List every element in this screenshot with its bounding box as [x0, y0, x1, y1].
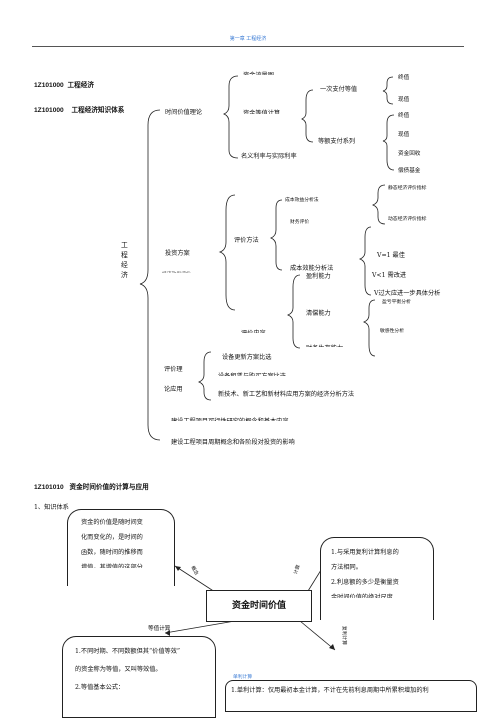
mindmap-lines: [139, 75, 395, 651]
ce-analyze: V过大应进一步具体分析: [374, 290, 441, 297]
concept-left-line-1: 资金的价值是随时间变: [81, 519, 143, 526]
concept-right-box: 1.与采用复利计算利息的 方法相同。 2.利息额的多少是衡量资 金时间价值的绝对…: [320, 537, 434, 620]
concept-center-box: 资金时间价值: [206, 590, 312, 622]
simple-interest-box: 1.单利计算：仅用最初本金计算，不计在先前利息周期中所累积增加的利: [225, 680, 477, 712]
ce-best: V=1 最佳: [377, 252, 405, 259]
label-simple-interest: 单利计算: [233, 675, 253, 680]
simple-interest-line: 1.单利计算：仅用最初本金计算，不计在先前利息周期中所累积增加的利: [231, 687, 429, 694]
concept-left-line-3: 函数，随时间的推移而: [81, 549, 143, 556]
header-divider: [32, 46, 464, 47]
method-cost-benefit: 成本效益分析法: [285, 198, 319, 203]
series-pv: 现值: [398, 132, 410, 138]
branch-time-value: 时间价值理论: [165, 109, 203, 116]
content-profit: 盈利能力: [306, 273, 331, 280]
concept-left-line-2: 化而变化的，是时间的: [81, 534, 143, 541]
label-compound: 复利计算: [341, 625, 347, 646]
heading-title-2: 工程经济知识体系: [71, 107, 125, 114]
tail-lifecycle: 建设工程项目周期概念和各阶段对投资的影响: [171, 439, 295, 446]
equiv-line-2: 的资金称为等值，又叫等效值。: [75, 666, 162, 673]
concept-left-box: 资金的价值是随时间变 化而变化的，是时间的 函数，随时间的推移而 增值，其增值的…: [67, 509, 175, 586]
header-link[interactable]: 第一章 工程经济: [229, 36, 267, 42]
heading-knowledge-system: 1Z101000 工程经济知识体系: [34, 104, 124, 114]
concept-left-line-4: 增值，其增值的这部分: [81, 564, 143, 568]
concept-right-line-2: 方法相同。: [331, 564, 362, 571]
content-solvency: 清偿能力: [306, 310, 331, 317]
time-concept: 资金流量图: [243, 70, 274, 75]
branch-theory-1: 评价理: [164, 366, 183, 373]
time-rate: 名义利率与实际利率: [241, 153, 297, 160]
tail-feasibility: 建设工程项目可行性研究的概念和基本内容: [171, 416, 289, 421]
eval-method: 评价方法: [234, 237, 259, 244]
cb-dynamic: 动态经济评价指标: [388, 217, 427, 222]
heading-title: 工程经济: [67, 82, 94, 89]
equiv-line-3: 2.等值基本公式：: [75, 684, 125, 691]
invest-sub-cut: 经济效果评价: [162, 270, 191, 273]
heading-code: 1Z101000: [34, 82, 64, 89]
solvency-sensitivity: 敏感性分析: [380, 329, 404, 334]
label-equiv: 等值计算: [148, 626, 171, 632]
branch-invest: 投资方案: [165, 250, 190, 257]
concept-right-line-4: 金时间价值的绝对尺度: [331, 594, 393, 598]
series-sinking: 偿债基金: [398, 168, 421, 174]
content-survival: 财务生存能力: [306, 343, 343, 347]
section-code: 1Z101010: [34, 484, 64, 491]
eval-content: 评价内容: [241, 328, 266, 333]
theory-lease: 设备租赁与购买方案比选: [218, 371, 286, 376]
concept-right-line-1: 1.与采用复利计算利息的: [331, 549, 399, 556]
cb-static: 静态经济评价指标: [388, 186, 427, 191]
theory-new-tech: 新技术、新工艺和新材料应用方案的经济分析方法: [218, 391, 355, 398]
mindmap-root: 工程经济: [121, 241, 128, 279]
section-heading: 1Z101010 资金时间价值的计算与应用: [34, 481, 149, 491]
single-pv: 现值: [398, 97, 410, 103]
single-fv: 终值: [398, 75, 410, 81]
method-finance: 财务评价: [290, 220, 310, 225]
section-title: 资金时间价值的计算与应用: [69, 484, 149, 491]
equiv-line-1: 1.不同时期、不同数额但其“价值等效”: [75, 648, 181, 655]
solvency-breakeven: 盈亏平衡分析: [382, 300, 411, 305]
section-item-1: 1、知识体系: [34, 504, 69, 511]
heading-1z101000: 1Z101000 工程经济: [34, 79, 94, 89]
calc-single: 一次支付等值: [320, 86, 358, 93]
series-recovery: 资金回收: [398, 151, 421, 157]
theory-equipment: 设备更新方案比选: [222, 354, 272, 361]
heading-code-2: 1Z101000: [34, 107, 64, 114]
time-calc: 资金等值计算: [243, 110, 281, 114]
concept-right-line-3: 2.利息额的多少是衡量资: [331, 579, 399, 586]
branch-theory-2: 论应用: [164, 386, 183, 393]
ce-improve: V<1 需改进: [372, 272, 407, 279]
series-fv: 终值: [398, 113, 410, 119]
calc-series: 等额支付系列: [318, 138, 356, 145]
method-cost-eff: 成本效能分析法: [290, 265, 334, 272]
concept-equiv-box: 1.不同时期、不同数额但其“价值等效” 的资金称为等值，又叫等效值。 2.等值基…: [62, 636, 216, 718]
